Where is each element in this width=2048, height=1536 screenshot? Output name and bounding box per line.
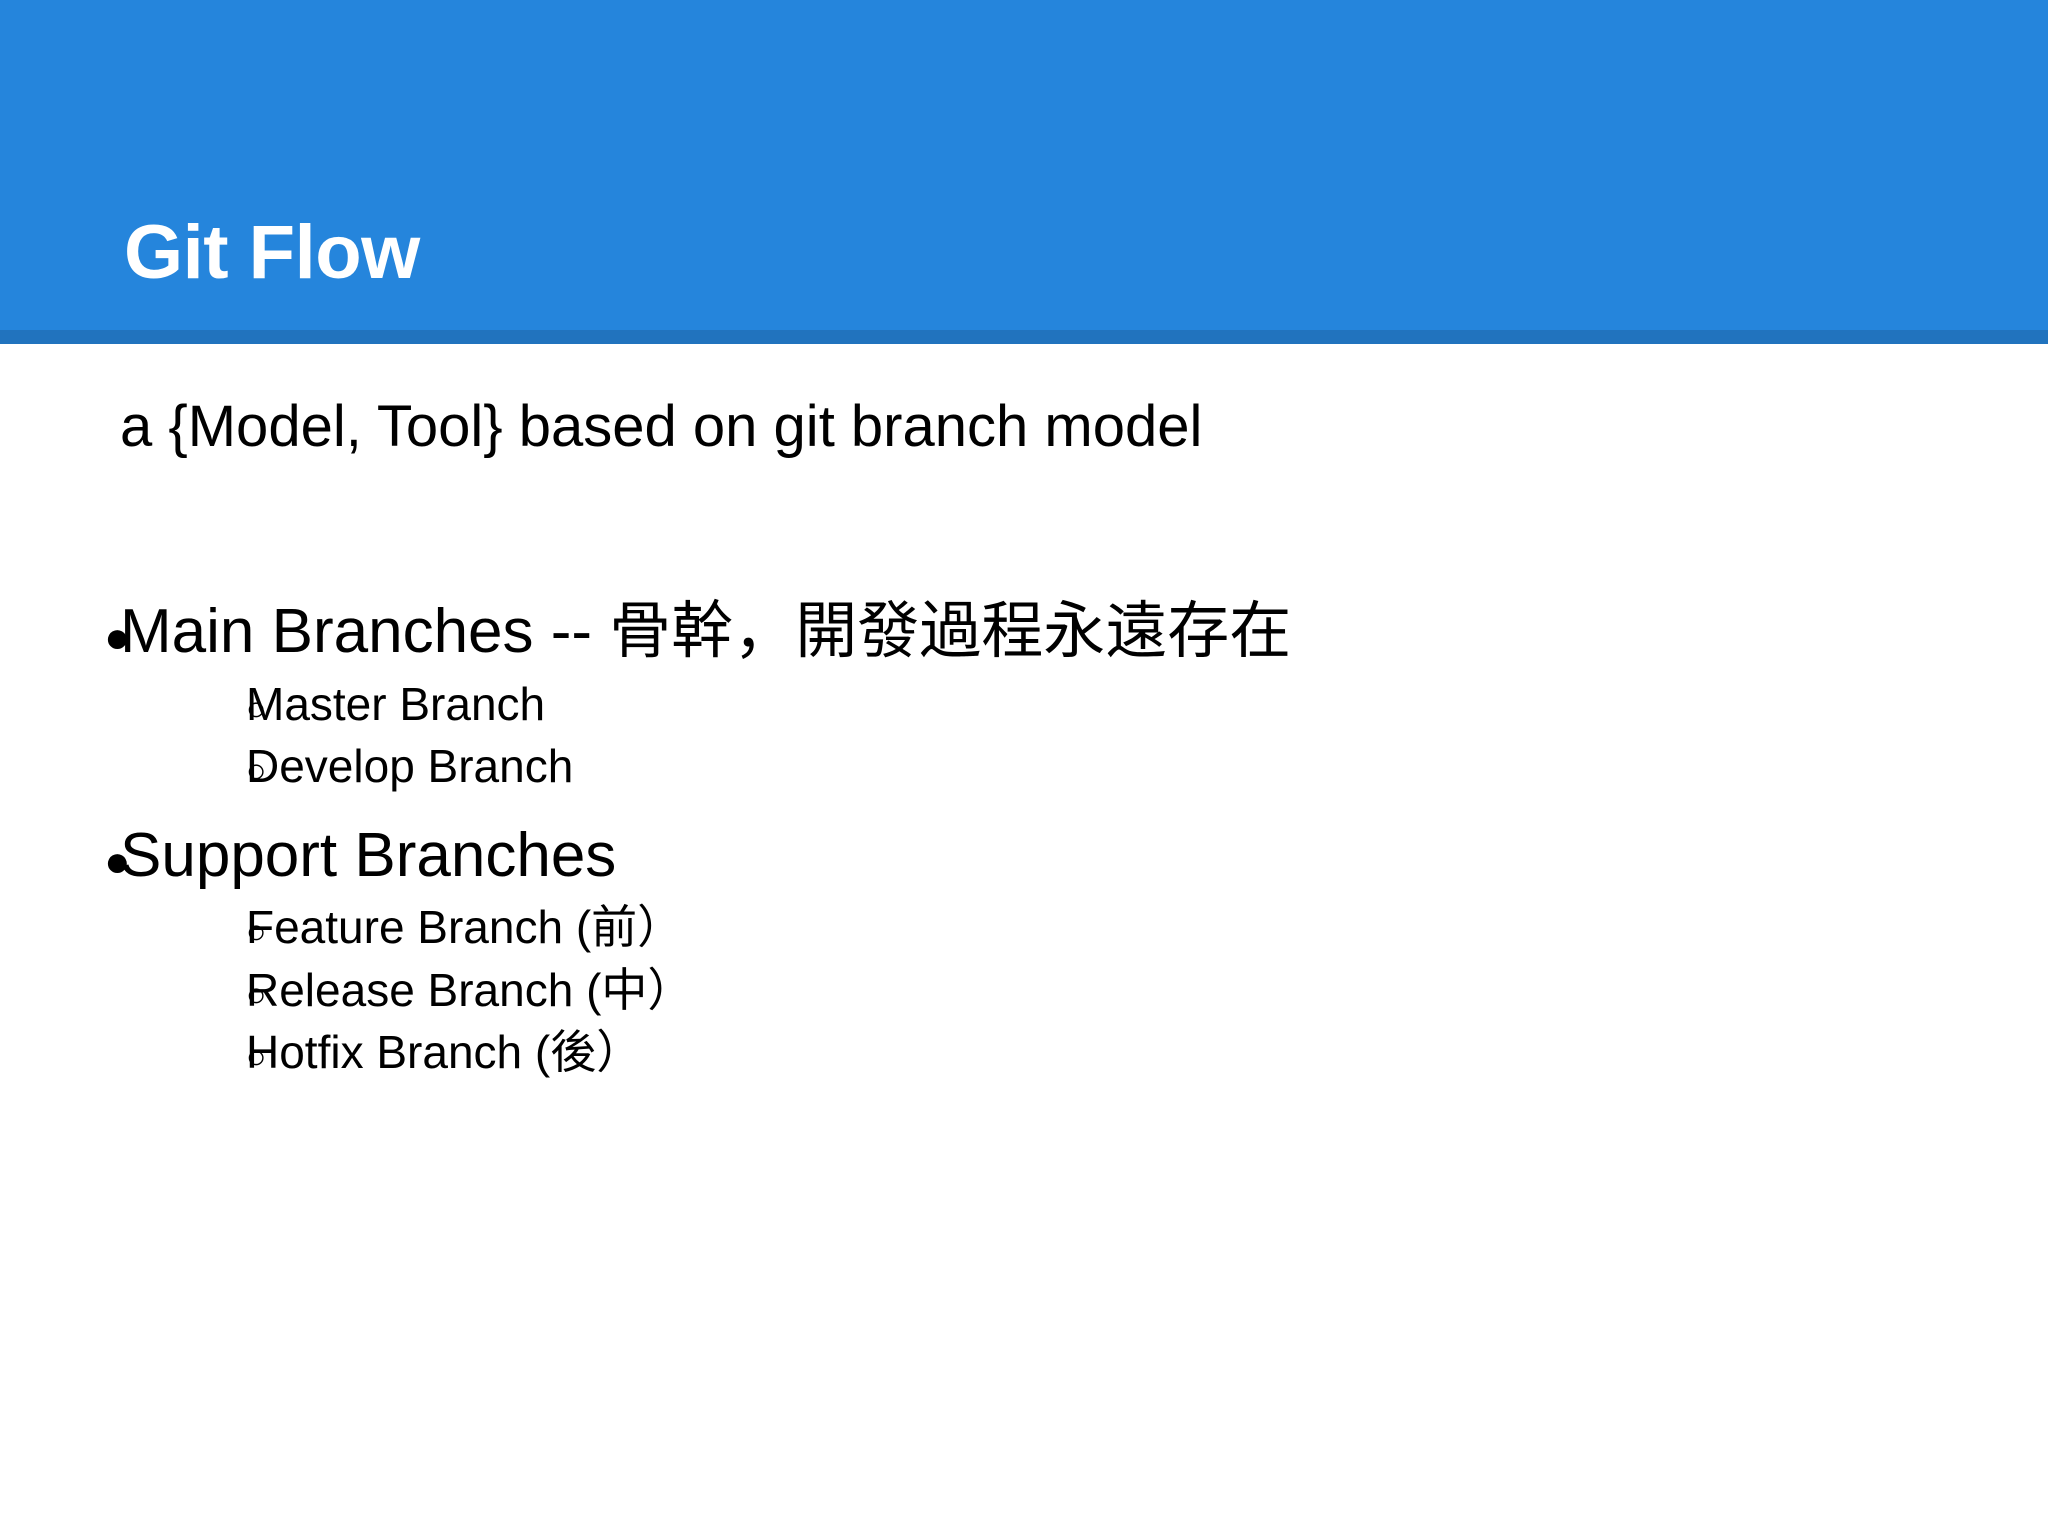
list-item-label: Release Branch (中） — [246, 963, 694, 1016]
hollow-bullet-icon: ○ — [246, 1037, 267, 1076]
list-item: ○ Hotfix Branch (後） — [0, 1024, 2048, 1080]
list-item-label: Main Branches -- 骨幹，開發過程永遠存在 — [120, 597, 1292, 666]
filled-bullet-icon: ● — [104, 836, 131, 886]
hollow-bullet-icon: ○ — [246, 751, 267, 790]
bullet-list: ● Main Branches -- 骨幹，開發過程永遠存在 ○ Master … — [0, 594, 2048, 1086]
list-item: ○ Release Branch (中） — [0, 962, 2048, 1018]
list-item: ○ Develop Branch — [0, 738, 2048, 794]
list-item: ● Main Branches -- 骨幹，開發過程永遠存在 — [0, 594, 2048, 670]
page-title: Git Flow — [124, 209, 420, 295]
list-item: ○ Feature Branch (前） — [0, 899, 2048, 955]
slide-subtitle: a {Model, Tool} based on git branch mode… — [120, 394, 1203, 459]
list-item-label: Feature Branch (前） — [246, 901, 684, 954]
bullet-group-support-branches: ● Support Branches ○ Feature Branch (前） … — [0, 818, 2048, 1080]
list-item: ● Support Branches — [0, 818, 2048, 894]
list-item-label: Master Branch — [246, 677, 546, 730]
hollow-bullet-icon: ○ — [246, 689, 267, 728]
list-item-label: Support Branches — [120, 820, 617, 890]
hollow-bullet-icon: ○ — [246, 913, 267, 952]
filled-bullet-icon: ● — [104, 613, 131, 662]
slide-body: a {Model, Tool} based on git branch mode… — [0, 344, 2048, 1536]
list-item: ○ Master Branch — [0, 676, 2048, 732]
slide-header-band — [0, 0, 2048, 330]
slide-header-underline — [0, 330, 2048, 344]
list-item-label: Develop Branch — [246, 739, 574, 792]
bullet-group-main-branches: ● Main Branches -- 骨幹，開發過程永遠存在 ○ Master … — [0, 594, 2048, 794]
hollow-bullet-icon: ○ — [246, 975, 267, 1014]
list-item-label: Hotfix Branch (後） — [246, 1025, 643, 1078]
